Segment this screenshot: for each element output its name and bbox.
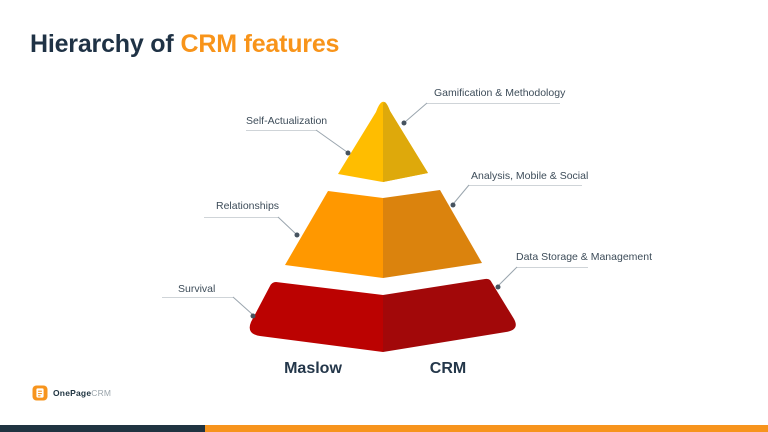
- leader-survival: [232, 296, 253, 315]
- tier-top-right-face: [383, 102, 428, 182]
- dot-self-actualization: [345, 150, 351, 156]
- brand-light: CRM: [91, 388, 112, 398]
- dot-relationships: [294, 232, 300, 238]
- dot-data-storage: [495, 284, 501, 290]
- brand-bold: OnePage: [53, 388, 92, 398]
- onepagecrm-logo-text: OnePageCRM: [53, 388, 111, 398]
- label-gamification-methodology: Gamification & Methodology: [434, 87, 566, 99]
- dot-survival: [250, 313, 256, 319]
- label-relationships: Relationships: [216, 200, 280, 212]
- tier-middle-right-face: [383, 190, 482, 278]
- tier-bottom-left-face: [249, 282, 383, 352]
- footer-bar-navy: [0, 425, 205, 432]
- title-highlight: CRM features: [180, 30, 340, 58]
- leader-gamification: [404, 102, 428, 123]
- label-self-actualization: Self-Actualization: [246, 115, 328, 127]
- label-survival: Survival: [178, 283, 216, 295]
- label-analysis-mobile-social: Analysis, Mobile & Social: [471, 170, 589, 182]
- onepagecrm-logo: OnePageCRM: [32, 385, 111, 401]
- dot-analysis: [450, 202, 456, 208]
- tier-bottom-right-face: [383, 278, 516, 352]
- column-label-maslow: Maslow: [284, 360, 342, 377]
- tier-middle-left-face: [285, 191, 383, 278]
- leader-relationships: [277, 216, 297, 235]
- column-label-crm: CRM: [429, 360, 467, 377]
- dot-gamification: [401, 120, 407, 126]
- leader-analysis: [453, 184, 470, 204]
- label-data-storage-management: Data Storage & Management: [516, 251, 652, 263]
- leader-data-storage: [498, 266, 518, 286]
- onepagecrm-logo-icon: [32, 385, 48, 401]
- footer-bar-orange: [205, 425, 768, 432]
- title-prefix: Hierarchy of: [30, 30, 174, 58]
- leader-self-actualization: [315, 129, 348, 153]
